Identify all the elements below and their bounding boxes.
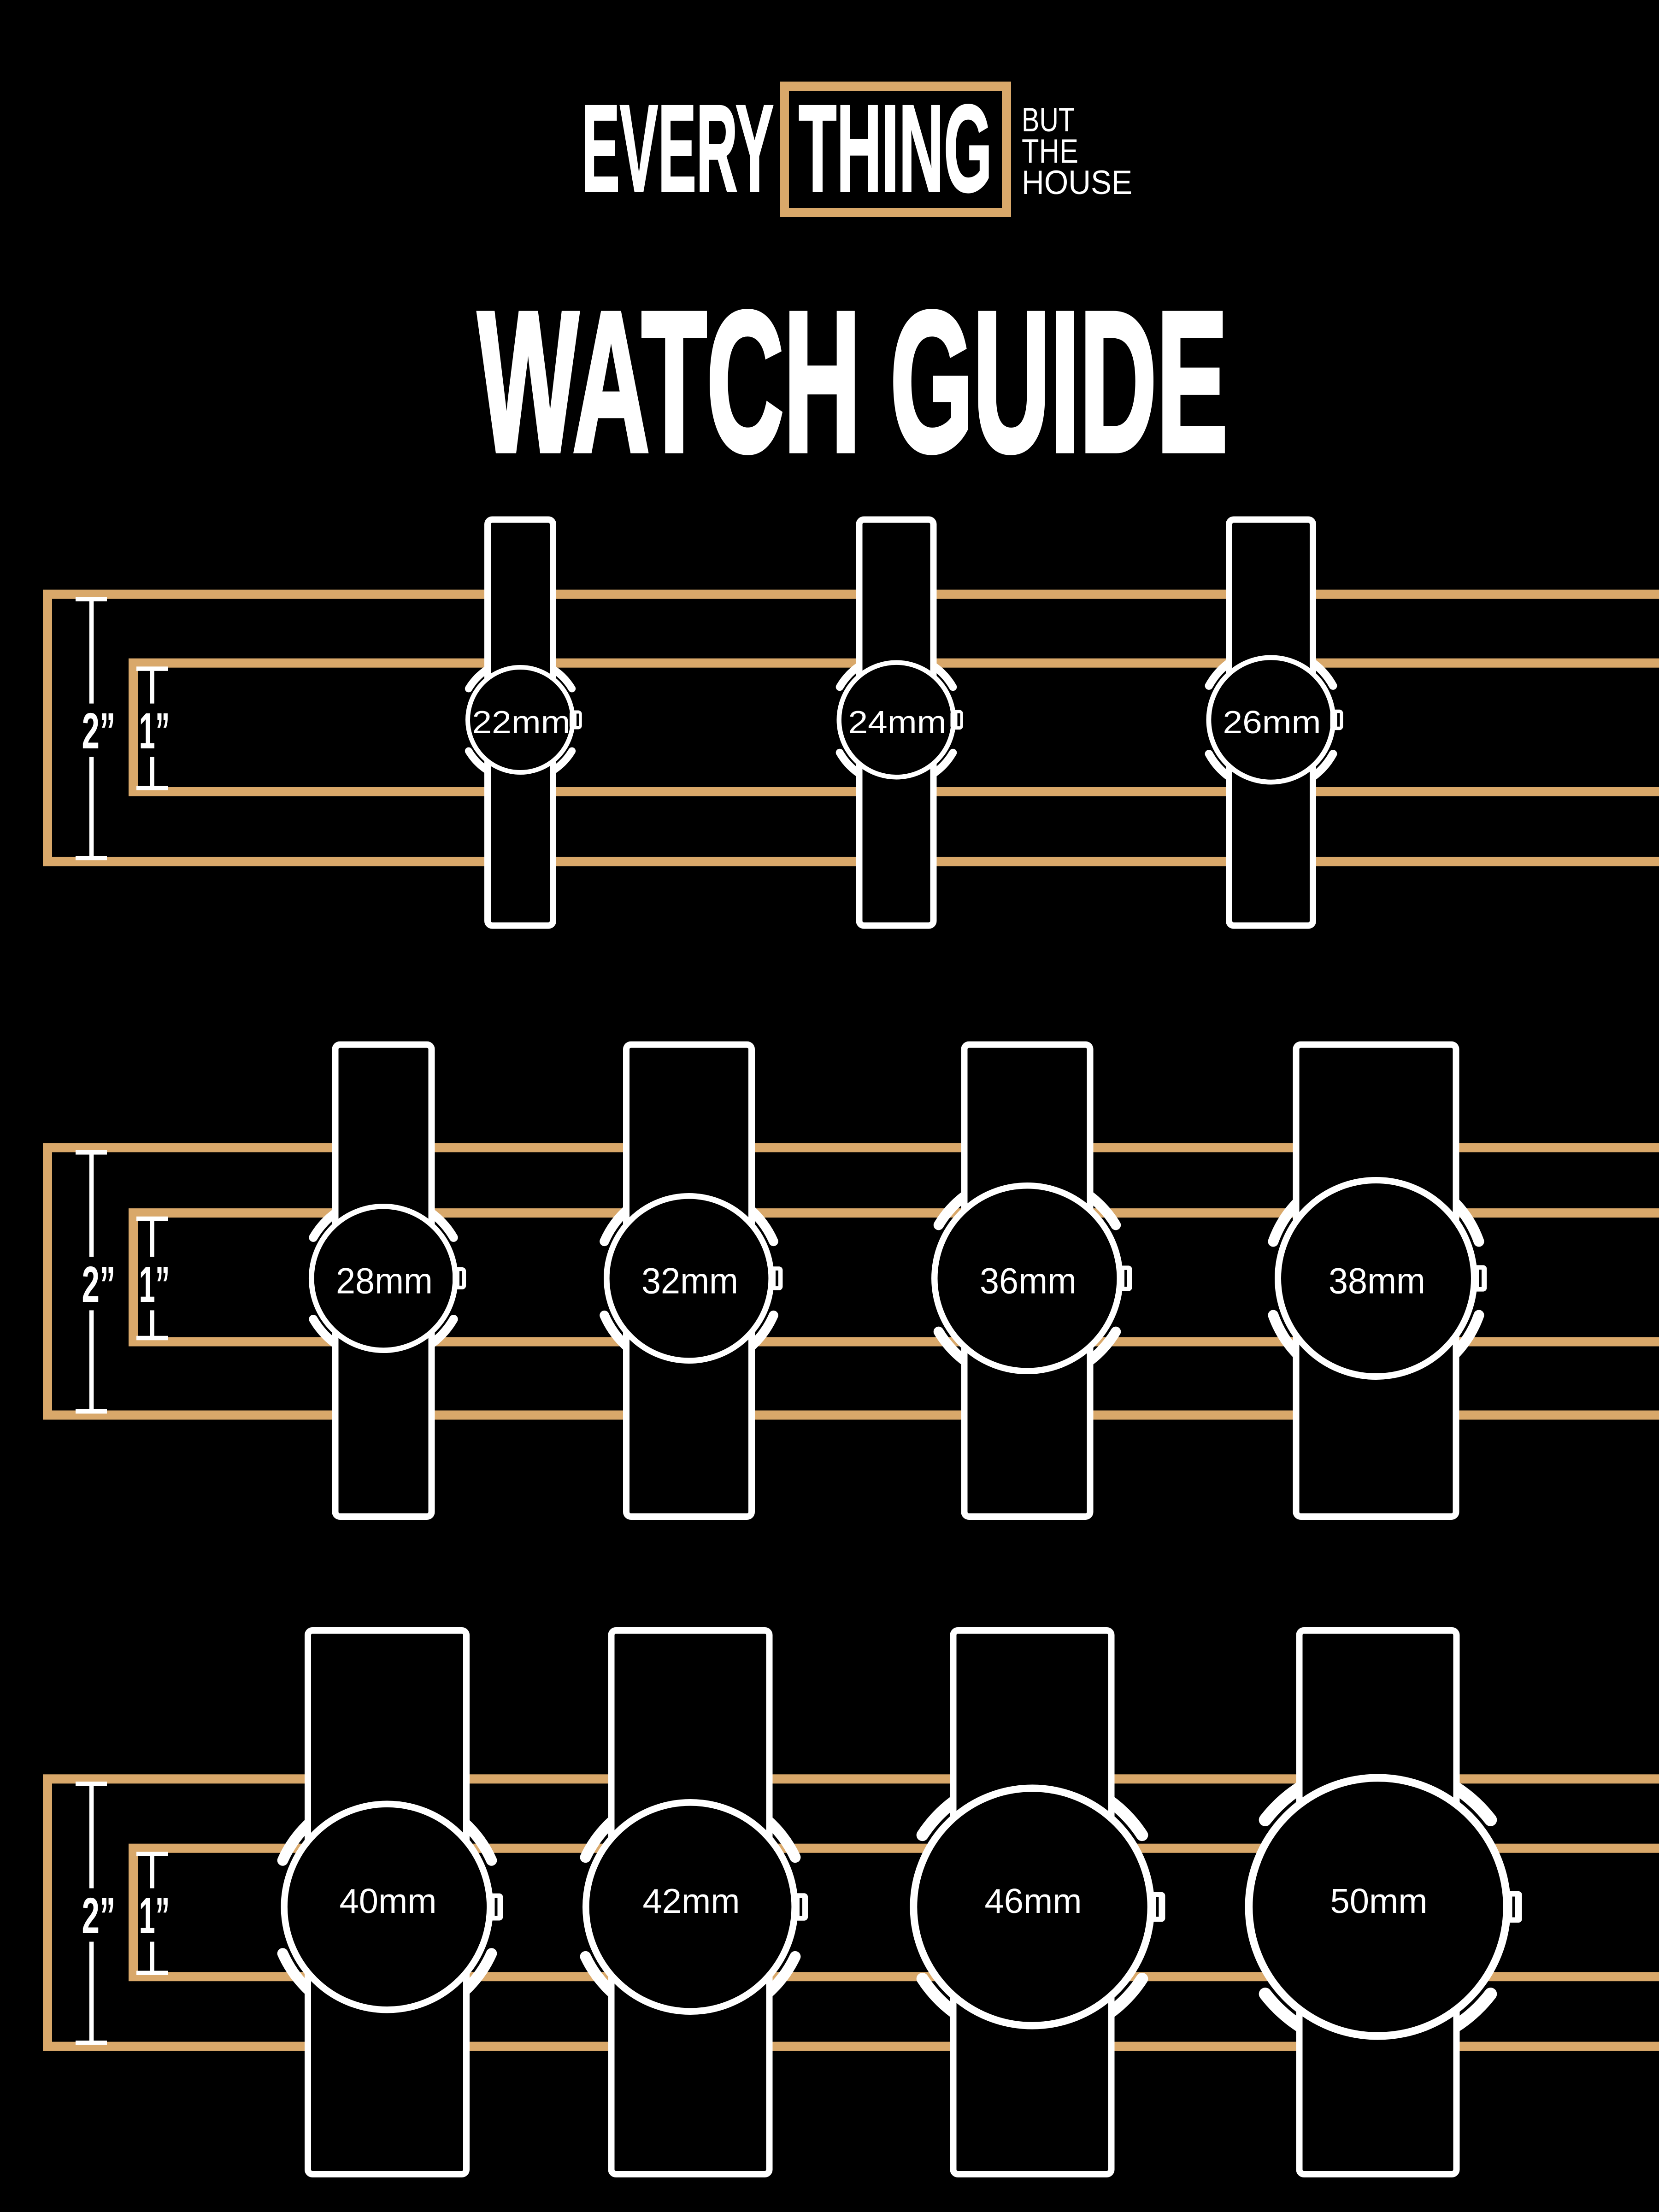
svg-text:46mm: 46mm [985, 1882, 1082, 1920]
svg-text:26mm: 26mm [1223, 704, 1321, 740]
svg-text:38mm: 38mm [1329, 1260, 1425, 1301]
svg-text:28mm: 28mm [336, 1260, 433, 1301]
svg-text:2”: 2” [82, 703, 116, 759]
svg-text:THE: THE [1022, 133, 1078, 170]
svg-text:HOUSE: HOUSE [1022, 164, 1132, 201]
svg-text:THING: THING [799, 79, 992, 218]
svg-text:24mm: 24mm [848, 704, 947, 740]
svg-text:40mm: 40mm [340, 1882, 437, 1920]
svg-text:36mm: 36mm [980, 1260, 1077, 1301]
svg-text:2”: 2” [82, 1888, 116, 1944]
svg-text:50mm: 50mm [1330, 1882, 1428, 1920]
svg-text:BUT: BUT [1022, 101, 1075, 139]
svg-text:22mm: 22mm [472, 704, 571, 740]
svg-text:WATCH GUIDE: WATCH GUIDE [478, 270, 1228, 493]
svg-text:2”: 2” [82, 1256, 116, 1313]
svg-text:32mm: 32mm [641, 1260, 738, 1301]
svg-text:42mm: 42mm [643, 1882, 740, 1920]
svg-text:1”: 1” [139, 703, 170, 759]
svg-text:EVERY: EVERY [582, 79, 774, 218]
svg-text:1”: 1” [139, 1888, 170, 1944]
svg-text:1”: 1” [139, 1256, 170, 1313]
